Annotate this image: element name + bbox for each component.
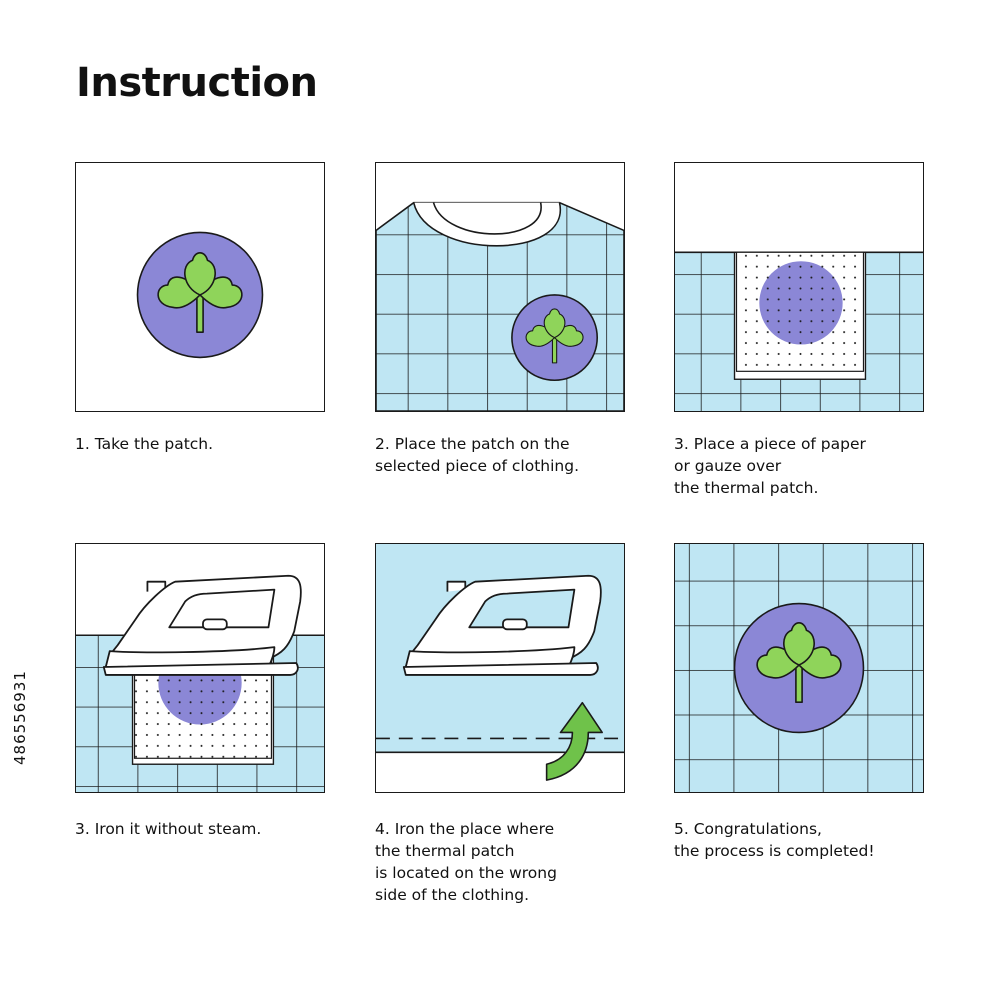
iron-icon xyxy=(102,574,302,676)
step-3-caption: 3. Place a piece of paper or gauze over … xyxy=(674,435,866,497)
tshirt-icon xyxy=(376,201,624,411)
step-6-caption: 5. Congratulations, the process is compl… xyxy=(674,820,875,860)
step-5-caption: 4. Iron the place where the thermal patc… xyxy=(375,820,557,904)
step-2-caption: 2. Place the patch on the selected piece… xyxy=(375,435,579,475)
iron-icon xyxy=(402,574,602,676)
step-4-caption: 3. Iron it without steam. xyxy=(75,820,262,838)
step-5-panel xyxy=(375,543,625,793)
step-1-panel xyxy=(75,162,325,412)
step-2-panel xyxy=(375,162,625,412)
stock-id: 486556931 xyxy=(11,670,29,765)
clover-icon xyxy=(525,308,584,364)
clover-icon xyxy=(756,622,842,704)
curved-arrow-icon xyxy=(545,701,603,781)
step-1-caption: 1. Take the patch. xyxy=(75,435,214,453)
clover-icon xyxy=(157,251,243,333)
page-title: Instruction xyxy=(76,60,318,106)
step-3-panel xyxy=(674,162,924,412)
step-4-panel xyxy=(75,543,325,793)
step-6-panel xyxy=(674,543,924,793)
